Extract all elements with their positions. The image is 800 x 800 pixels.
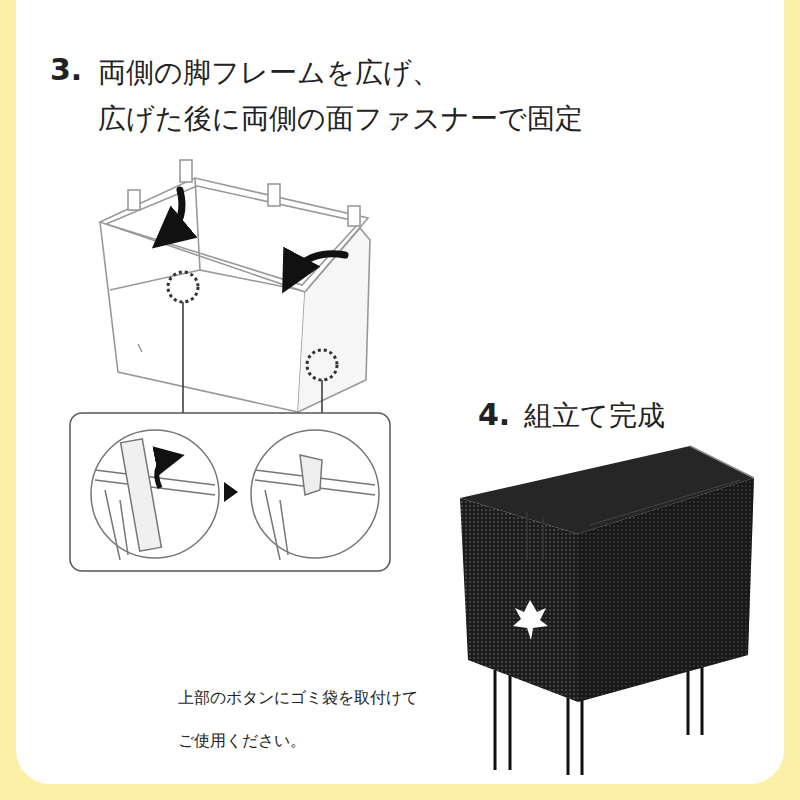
step-instruction: 組立て完成 (524, 393, 724, 439)
step-instruction: 両側の脚フレームを広げ、 広げた後に両側の面ファスナーで固定 (98, 50, 658, 142)
detail-view-before (91, 430, 219, 560)
fold-arrows (168, 190, 345, 275)
next-triangle (224, 482, 238, 502)
frame-sketch (100, 160, 370, 412)
detail-circles (168, 272, 337, 380)
step-number: 4. (478, 395, 528, 435)
step-number: 3. (50, 50, 100, 90)
leader-lines (183, 302, 322, 413)
completed-trash-box (460, 446, 754, 775)
detail-view-after (251, 430, 379, 560)
usage-note: 上部のボタンにゴミ袋を取付けて ご使用ください。 (178, 676, 468, 762)
detail-inset (70, 413, 390, 571)
